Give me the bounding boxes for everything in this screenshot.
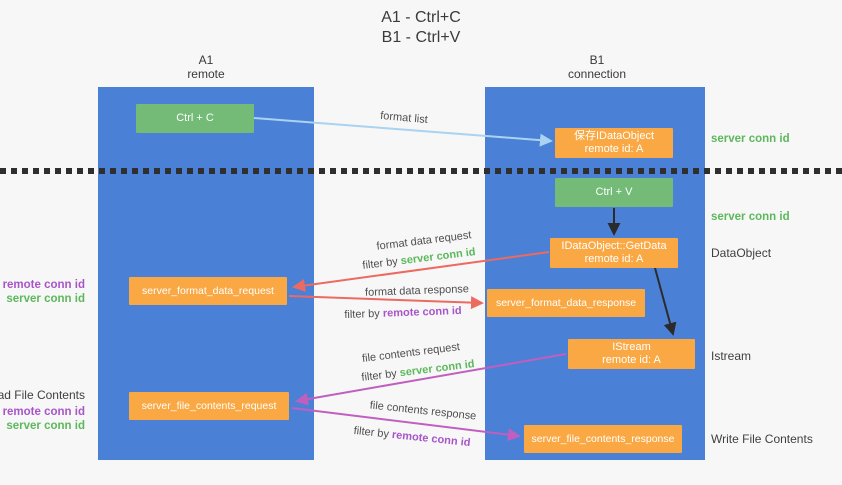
ctrl-c-node: Ctrl + C [136, 104, 254, 133]
ctrl-v-label: Ctrl + V [595, 186, 633, 198]
phase-separator-dashed-line [0, 168, 842, 174]
istream-line1: IStream [612, 341, 651, 353]
server-file-contents-response-label: server_file_contents_response [531, 432, 675, 445]
column-header-b1: B1 connection [527, 53, 667, 81]
format-data-response-annotation: format data response [364, 283, 470, 299]
right-server-conn-id-label-2: server conn id [711, 211, 790, 223]
format-request-filter-value: server conn id [400, 246, 477, 268]
getdata-line2: remote id: A [584, 253, 644, 265]
server-file-contents-request-node: server_file_contents_request [129, 392, 289, 420]
read-file-contents-label: Read File Contents [0, 388, 85, 402]
format-response-filter-prefix: filter by [344, 307, 384, 322]
file-request-filter-prefix: filter by [360, 367, 401, 384]
istream-side-label: Istream [711, 349, 752, 363]
right-server-conn-id-label-1: server conn id [711, 133, 790, 145]
column-a1-subtitle: remote [187, 67, 225, 81]
title-line-a1: A1 - Ctrl+C [381, 9, 461, 26]
diagram-title: A1 - Ctrl+C B1 - Ctrl+V [0, 8, 842, 48]
format-response-filter-annotation: filter by remote conn id [344, 305, 462, 321]
istream-node: IStream remote id: A [568, 339, 695, 369]
file-response-filter-prefix: filter by [353, 424, 393, 441]
left-remote-conn-id-label-2: remote conn id [2, 406, 85, 418]
getdata-line1: IDataObject::GetData [561, 240, 667, 252]
column-b1-name: B1 [589, 53, 605, 67]
server-file-contents-response-node: server_file_contents_response [524, 425, 682, 453]
left-remote-conn-id-label-1: remote conn id [2, 279, 85, 291]
format-request-filter-prefix: filter by [361, 255, 402, 272]
save-idataobject-node: 保存IDataObject remote id: A [555, 128, 673, 158]
dataobject-label: DataObject [711, 246, 772, 260]
format-list-annotation: format list [379, 109, 429, 127]
file-response-filter-value: remote conn id [391, 428, 471, 450]
column-a1-name: A1 [198, 53, 214, 67]
server-format-data-response-label: server_format_data_response [495, 296, 637, 309]
title-line-b1: B1 - Ctrl+V [381, 29, 461, 46]
server-format-data-request-label: server_format_data_request [142, 284, 274, 297]
ctrl-v-node: Ctrl + V [555, 178, 673, 207]
file-request-filter-value: server conn id [399, 358, 476, 380]
ctrl-c-label: Ctrl + C [176, 112, 214, 124]
server-file-contents-request-label: server_file_contents_request [141, 399, 277, 412]
save-idataobject-line2: remote id: A [584, 143, 644, 155]
file-response-filter-annotation: filter by remote conn id [353, 425, 471, 449]
save-idataobject-line1: 保存IDataObject [573, 130, 655, 142]
idataobject-getdata-node: IDataObject::GetData remote id: A [550, 238, 678, 268]
left-server-conn-id-label-2: server conn id [6, 420, 85, 432]
server-format-data-response-node: server_format_data_response [487, 289, 645, 317]
left-server-conn-id-label-1: server conn id [6, 293, 85, 305]
column-b1-subtitle: connection [567, 67, 627, 81]
column-header-a1: A1 remote [136, 53, 276, 81]
istream-line2: remote id: A [602, 354, 661, 366]
server-format-data-request-node: server_format_data_request [129, 277, 287, 305]
file-contents-response-annotation: file contents response [369, 399, 477, 423]
write-file-contents-label: Write File Contents [711, 432, 813, 446]
format-response-filter-value: remote conn id [382, 304, 462, 320]
